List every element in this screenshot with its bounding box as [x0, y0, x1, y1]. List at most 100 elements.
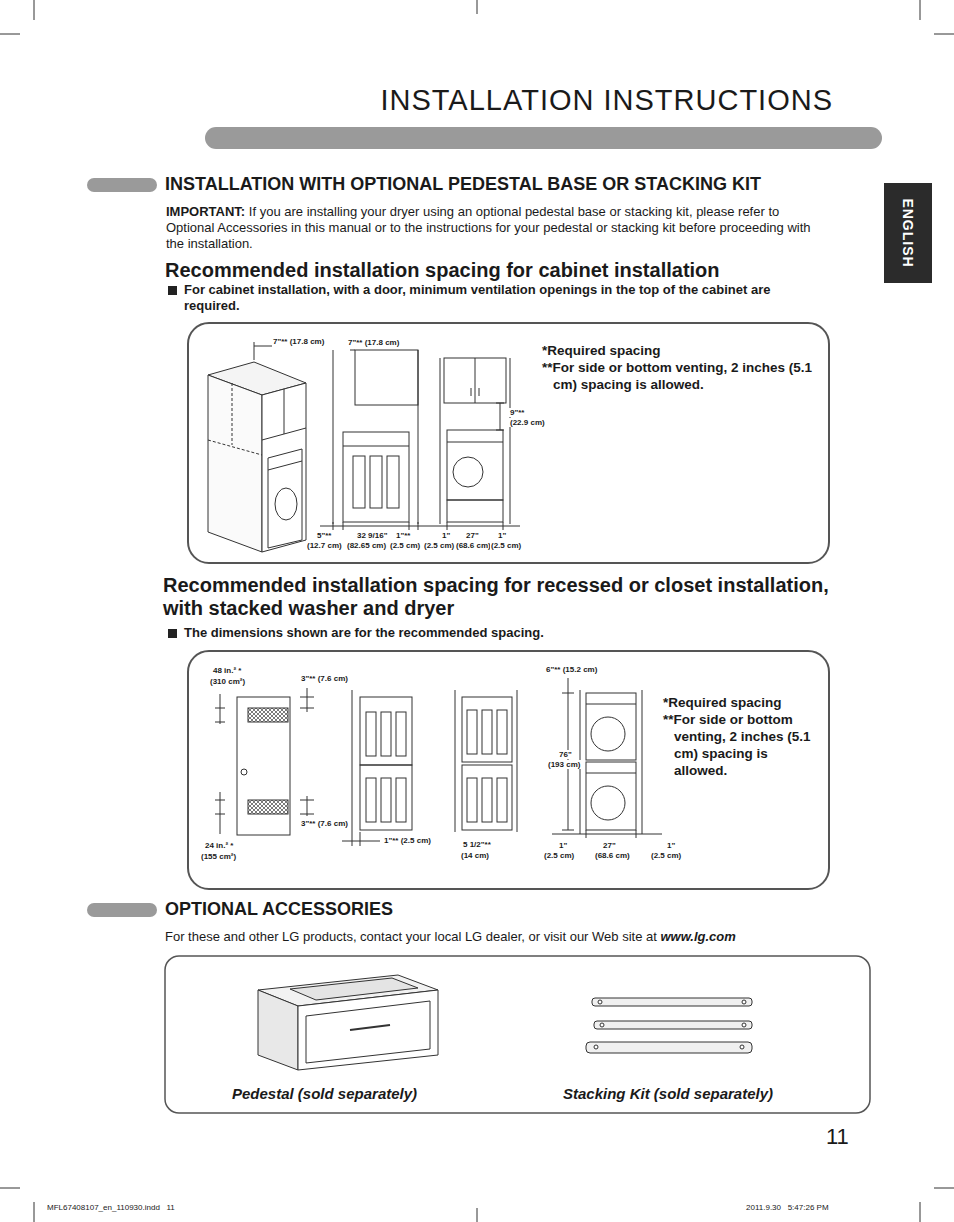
dimension-label: 1" [558, 841, 568, 850]
stacked-front-illustration [552, 678, 662, 838]
dimension-label-text: 27" [466, 531, 479, 540]
dimension-label: 7"** (17.8 cm) [272, 337, 325, 346]
section-heading: INSTALLATION WITH OPTIONAL PEDESTAL BASE… [165, 174, 761, 195]
dimension-label: 5"** [316, 531, 332, 540]
dimension-label-text: (68.6 cm) [595, 851, 630, 860]
dimension-label: (2.5 cm) [650, 851, 682, 860]
dimension-label-text: 3"** (7.6 cm) [301, 674, 348, 683]
dimension-label: (22.9 cm) [509, 418, 546, 427]
dimension-label: 1"** (2.5 cm) [383, 836, 432, 845]
dimension-label-text: (2.5 cm) [424, 541, 454, 550]
dimension-label: (68.6 cm) [455, 541, 492, 550]
accessory-caption: Stacking Kit (sold separately) [563, 1085, 773, 1102]
dimension-label: (12.7 cm) [306, 541, 343, 550]
closet-dryer-illustration [320, 350, 430, 530]
important-note-text: If you are installing your dryer using a… [166, 204, 811, 251]
dimension-label-text: 76" [559, 750, 572, 759]
dimension-label-text: 5 1/2"** [463, 840, 491, 849]
dimension-label-text: (2.5 cm) [491, 541, 521, 550]
dimension-label-text: 24 in.² * [205, 841, 233, 850]
dimension-label: 1" [666, 841, 676, 850]
spacing-note: *Required spacing [542, 342, 822, 359]
date-footer: 2011.9.30 5:47:26 PM [746, 1203, 829, 1212]
dimension-label: (193 cm) [547, 760, 581, 769]
bullet-square [168, 286, 177, 295]
important-note-text: IMPORTANT: [166, 204, 245, 219]
stacked-side-illustration [342, 690, 412, 846]
header-bar [205, 127, 882, 149]
spacing-note: *Required spacing [663, 694, 823, 711]
dimension-label: (310 cm²) [209, 677, 246, 686]
dimension-label: 24 in.² * [204, 841, 234, 850]
dimension-label-text: (2.5 cm) [651, 851, 681, 860]
dimension-label: 1"** [395, 531, 411, 540]
dimension-label: (14 cm) [460, 851, 490, 860]
dimension-label: 1" [441, 531, 451, 540]
diagram-panel: *Required spacing**For side or bottom ve… [187, 322, 830, 564]
dimension-label-text: 1" [559, 841, 567, 850]
pedestal-dryer-illustration [430, 358, 520, 530]
file-footer-text: MFL67408107_en_110930.indd 11 [47, 1203, 175, 1212]
dimension-label-text: 1" [498, 531, 506, 540]
accessory-caption-text: Stacking Kit (sold separately) [563, 1085, 773, 1102]
accessory-caption: Pedestal (sold separately) [232, 1085, 417, 1102]
bullet-square [168, 629, 177, 638]
accessories-panel [165, 956, 870, 1113]
dimension-label-text: (193 cm) [548, 760, 580, 769]
dimension-label-text: 1" [442, 531, 450, 540]
page-title: INSTALLATION INSTRUCTIONS [380, 84, 833, 117]
subsection-heading-text: Recommended installation spacing for rec… [163, 574, 829, 619]
dimension-label-text: 27" [603, 841, 616, 850]
dimension-label-text: 7"** (17.8 cm) [348, 338, 399, 347]
spacing-note: **For side or bottom venting, 2 inches (… [542, 359, 822, 393]
dimension-label: 76" [558, 750, 573, 759]
dimension-label: (2.5 cm) [389, 541, 421, 550]
pedestal-illustration [258, 975, 438, 1070]
dimension-label: 6"** (15.2 cm) [545, 665, 598, 674]
stacked-closet-illustration [455, 690, 517, 832]
contact-note-text: www.lg.com [660, 929, 735, 944]
dimension-label: 48 in.² * [212, 666, 242, 675]
dimension-label: (82.65 cm) [346, 541, 387, 550]
dimension-label: 1" [497, 531, 507, 540]
date-footer-text: 2011.9.30 5:47:26 PM [746, 1203, 829, 1212]
accessory-caption-text: Pedestal (sold separately) [232, 1085, 417, 1102]
dimension-label: (155 cm²) [200, 852, 237, 861]
page-number: 11 [826, 1124, 849, 1150]
dimension-label-text: 6"** (15.2 cm) [546, 665, 597, 674]
dimension-label: 32 9/16" [356, 531, 388, 540]
note-block: *Required spacing**For side or bottom ve… [542, 342, 822, 393]
tab-label: ENGLISH [898, 183, 918, 283]
dimension-label-text: (2.5 cm) [544, 851, 574, 860]
dimension-label-text: 3"** (7.6 cm) [301, 819, 348, 828]
spacing-note: **For side or bottom venting, 2 inches (… [663, 711, 823, 779]
dimension-label: 7"** (17.8 cm) [347, 338, 400, 347]
note-block: *Required spacing**For side or bottom ve… [663, 694, 823, 779]
dimension-label-text: 1"** (2.5 cm) [384, 836, 431, 845]
subsection-heading-text: Recommended installation spacing for cab… [165, 259, 720, 281]
dimension-label: 5 1/2"** [462, 840, 492, 849]
dimension-label: (68.6 cm) [594, 851, 631, 860]
heading-pill [87, 178, 157, 192]
heading-pill [87, 903, 157, 917]
dimension-label: (2.5 cm) [490, 541, 522, 550]
dimension-label-text: 32 9/16" [357, 531, 387, 540]
dimension-label: 27" [465, 531, 480, 540]
bullet-note: For cabinet installation, with a door, m… [184, 282, 824, 314]
dimension-label-text: (310 cm²) [210, 677, 245, 686]
section-heading-text: INSTALLATION WITH OPTIONAL PEDESTAL BASE… [165, 174, 761, 194]
bullet-note-text: For cabinet installation, with a door, m… [184, 282, 771, 313]
dimension-label: 3"** (7.6 cm) [300, 819, 349, 828]
dimension-label-text: 9"** [510, 408, 524, 417]
bullet-note: The dimensions shown are for the recomme… [184, 625, 544, 641]
stacking-kit-illustration [586, 998, 752, 1053]
dimension-label-text: (12.7 cm) [307, 541, 342, 550]
contact-note: For these and other LG products, contact… [165, 929, 865, 945]
page-number-text: 11 [826, 1124, 849, 1149]
dimension-label-text: (82.65 cm) [347, 541, 386, 550]
dimension-label-text: 1"** [396, 531, 410, 540]
dimension-label: 3"** (7.6 cm) [300, 674, 349, 683]
closet-door-illustration [215, 688, 314, 835]
file-footer: MFL67408107_en_110930.indd 11 [47, 1203, 175, 1212]
